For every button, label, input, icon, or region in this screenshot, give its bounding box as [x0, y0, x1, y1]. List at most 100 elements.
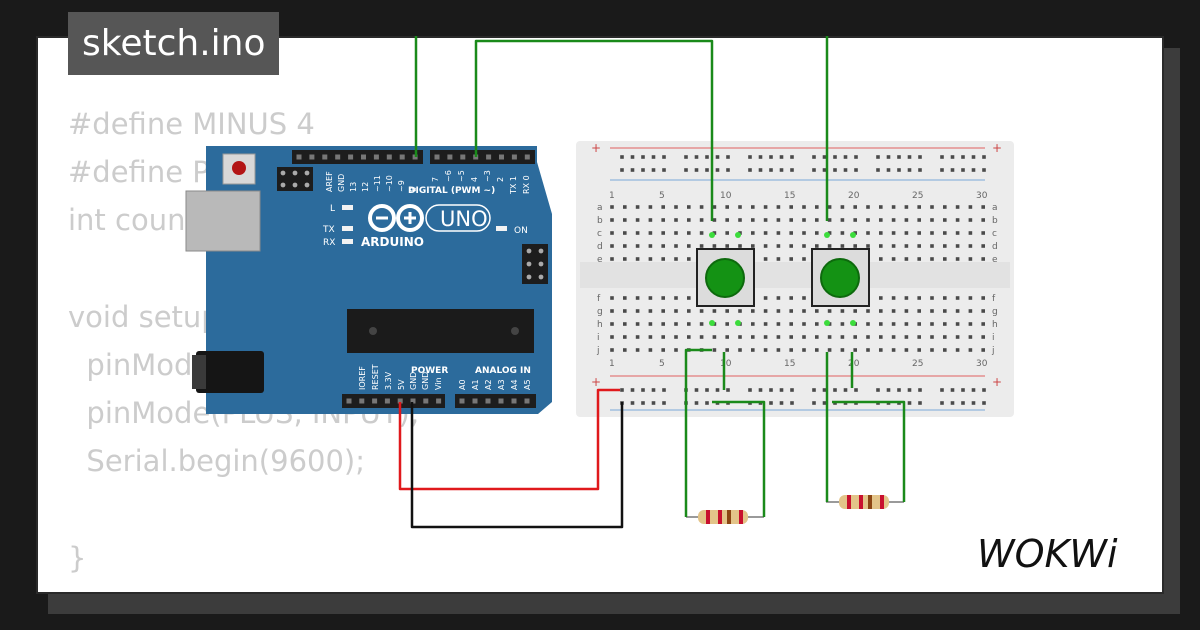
header-pin[interactable] [348, 154, 354, 160]
rail-hole [843, 168, 848, 172]
breadboard-hole [738, 335, 742, 339]
breadboard-hole [904, 348, 909, 352]
header-pin[interactable] [472, 398, 478, 404]
wokwi-logo[interactable]: WOKWi [975, 527, 1150, 577]
reset-button[interactable] [232, 161, 246, 175]
rail-hole [961, 388, 965, 392]
breadboard-hole [917, 257, 921, 261]
breadboard-hole [648, 231, 653, 235]
breadboard-hole [943, 309, 947, 313]
breadboard-hole [763, 244, 768, 248]
code-line: Serial.begin(9600); [68, 444, 366, 479]
breadboard-hole [904, 205, 909, 209]
header-pin[interactable] [524, 398, 530, 404]
header-pin[interactable] [397, 398, 403, 404]
on-led-label: ON [514, 226, 528, 236]
breadboard-hole [891, 218, 896, 222]
wire-resistor-ground[interactable] [712, 400, 766, 517]
breadboard-hole [815, 322, 819, 326]
header-pin[interactable] [498, 398, 504, 404]
breadboard-hole [623, 257, 627, 261]
breadboard-hole [661, 231, 665, 235]
wire-minus-pulldown[interactable] [684, 348, 712, 517]
header-pin[interactable] [460, 154, 466, 160]
wire-5v[interactable] [398, 388, 620, 491]
header-pin[interactable] [309, 154, 315, 160]
breadboard-hole [789, 231, 793, 235]
wire-resistor-ground[interactable] [832, 400, 906, 502]
column-numbers-top: 1 5 10 15 20 25 30 [609, 191, 988, 201]
breadboard-hole [687, 309, 691, 313]
header-pin[interactable] [322, 154, 328, 160]
header-pin[interactable] [384, 398, 390, 404]
rail-hole [726, 168, 730, 172]
breadboard-hole [866, 231, 870, 235]
wire-gnd[interactable] [410, 402, 624, 529]
wire-pin3[interactable] [474, 39, 714, 221]
header-pin[interactable] [361, 154, 366, 160]
rail-hole [790, 155, 794, 159]
breadboard-hole [610, 322, 614, 326]
row-letter: e [992, 255, 998, 265]
digital-pin-labels: AREF GND 13 12 ~11 ~10 ~9 8 7 ~6 ~5 4 ~3… [325, 170, 531, 195]
breadboard-hole [623, 348, 627, 352]
breadboard-hole [866, 322, 870, 326]
breadboard[interactable]: + + + + 1 5 10 15 20 25 30 1 5 10 15 20 … [576, 141, 1014, 417]
header-pin[interactable] [373, 154, 379, 160]
header-pin[interactable] [296, 154, 302, 160]
header-pin[interactable] [447, 154, 453, 160]
header-pin[interactable] [423, 398, 429, 404]
resistor-2[interactable] [826, 495, 904, 509]
breadboard-hole [725, 309, 729, 313]
row-letter: f [597, 294, 601, 304]
header-pin[interactable] [399, 154, 405, 160]
breadboard-hole [981, 309, 985, 313]
header-pin[interactable] [486, 154, 492, 160]
breadboard-hole [866, 348, 870, 352]
header-pin[interactable] [410, 398, 416, 404]
breadboard-hole [674, 335, 678, 339]
breadboard-hole [661, 257, 665, 261]
header-pin[interactable] [372, 398, 378, 404]
breadboard-hole [635, 231, 640, 235]
breadboard-hole [904, 218, 909, 222]
header-pin[interactable] [386, 154, 392, 160]
pushbutton-plus[interactable] [811, 232, 870, 326]
header-pin[interactable] [459, 398, 465, 404]
header-pin[interactable] [499, 154, 504, 160]
breadboard-hole [738, 218, 742, 222]
atmega-chip [347, 309, 534, 353]
row-letter: d [992, 242, 998, 252]
pin-label: ~6 [444, 170, 453, 182]
pin-label: 5V [397, 379, 406, 390]
breadboard-hole [648, 335, 653, 339]
header-pin[interactable] [511, 154, 517, 160]
pushbutton-minus[interactable] [696, 232, 755, 326]
breadboard-hole [891, 309, 896, 313]
pushbutton-cap[interactable] [820, 258, 860, 298]
breadboard-hole [879, 218, 883, 222]
breadboard-hole [904, 244, 909, 248]
rail-hole [822, 401, 827, 405]
breadboard-hole [815, 335, 819, 339]
header-pin[interactable] [359, 398, 365, 404]
pushbutton-cap[interactable] [705, 258, 745, 298]
rail-hole [758, 168, 763, 172]
row-letter: f [992, 294, 996, 304]
header-pin[interactable] [511, 398, 517, 404]
arduino-uno-board[interactable]: ARDUINO UNO DIGITAL (PWM ~) POWER ANALOG… [185, 146, 552, 414]
header-pin[interactable] [524, 154, 530, 160]
header-pin[interactable] [346, 398, 352, 404]
sketch-filename-tab[interactable]: sketch.ino [68, 12, 280, 75]
header-pin[interactable] [485, 398, 491, 404]
breadboard-hole [738, 309, 742, 313]
rail-hole [748, 388, 752, 392]
header-pin[interactable] [436, 398, 442, 404]
breadboard-hole [802, 348, 806, 352]
header-pin[interactable] [434, 154, 440, 160]
breadboard-hole [610, 205, 614, 209]
rx-led-label: RX [323, 238, 335, 248]
resistor-1[interactable] [686, 510, 764, 524]
header-pin[interactable] [335, 154, 341, 160]
breadboard-hole [674, 257, 678, 261]
